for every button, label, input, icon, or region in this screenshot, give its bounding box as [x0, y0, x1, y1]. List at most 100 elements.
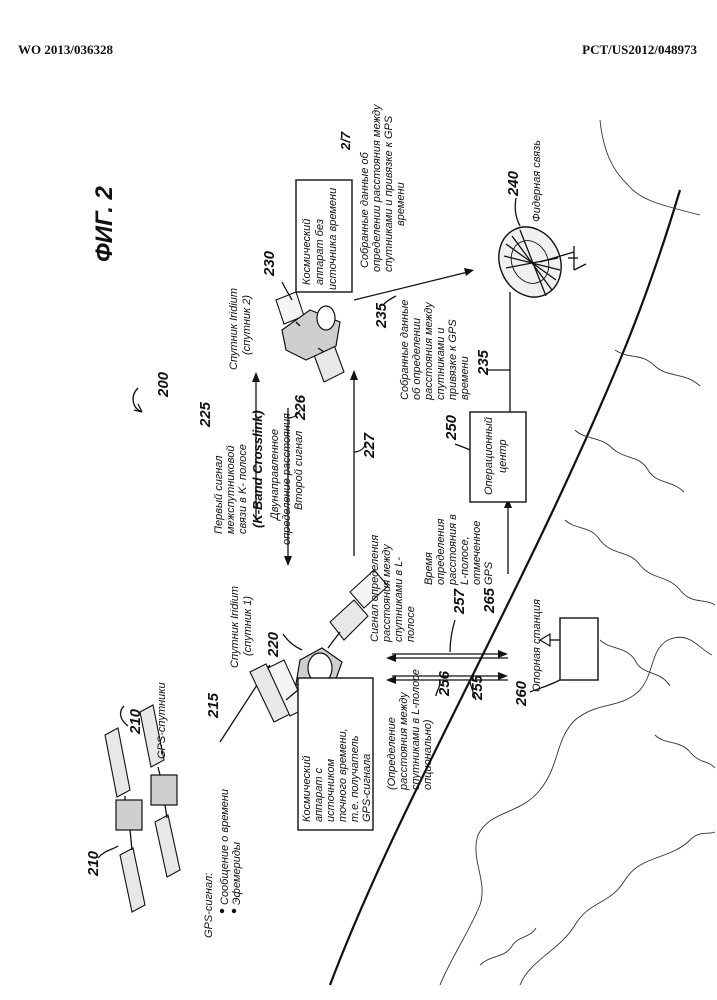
ref-235-upper: 235 — [373, 302, 390, 329]
satellite1-label-line2: (спутник 1) — [242, 596, 254, 656]
gps-ref-top: 210 — [127, 708, 144, 735]
satellite1-box-line2: аппарат с — [313, 767, 325, 822]
satellite2-box-line1: Космический — [301, 219, 313, 285]
collected-data-link: 235 235 — [353, 268, 511, 412]
crosslink-225: 225 — [197, 372, 260, 520]
collected-data-2-line1: Собранные данные об — [359, 151, 371, 268]
bullet-icon — [231, 908, 237, 914]
l-band-timing-text: Время определения расстояния в L-полосе,… — [423, 514, 495, 586]
l-band-timing-line4: L-полосе, — [459, 536, 471, 585]
l-band-timing-line6: GPS — [483, 561, 495, 585]
reference-station: Опорная станция — [531, 599, 599, 692]
collected-data-1-line5: привязке к GPS — [447, 319, 459, 400]
ops-center-line1: Операционный — [483, 417, 495, 495]
satellite1-box-line3: источником — [325, 759, 337, 822]
second-signal-label: Второй сигнал — [293, 431, 305, 510]
l-band-optional-line4: опционально) — [422, 719, 434, 790]
l-band-timing-line5: отмеченное — [471, 521, 483, 585]
l-band-optional-text: (Определение расстояния между спутниками… — [386, 669, 434, 791]
page-indicator: 2/7 — [338, 131, 353, 151]
crosslink-first-signal: Первый сигнал межспутниковой связи в K- … — [213, 444, 249, 534]
gps-signal-item-ephemeris: Эфемериды — [231, 842, 243, 905]
l-band-arrows — [386, 498, 512, 684]
collected-data-text-1: Собранные данные об определении расстоян… — [399, 300, 471, 401]
ref-240: 240 — [505, 170, 522, 197]
crosslink-227: 227 — [350, 370, 378, 556]
application-number: PCT/US2012/048973 — [582, 42, 697, 57]
ref-255: 255 — [469, 674, 486, 701]
ref-235-lower: 235 — [475, 349, 492, 376]
ref-227: 227 — [361, 432, 378, 459]
l-band-signal-text: Сигнал определения расстояния между спут… — [369, 535, 417, 643]
satellite2-box: Космический аппарат без источника времен… — [295, 179, 353, 293]
ref-256: 256 — [436, 670, 453, 697]
satellite2-label-line1: Спутник Iridium — [228, 288, 240, 370]
earth-horizon — [328, 119, 701, 986]
figure-title: ФИГ. 2 — [91, 185, 118, 262]
gps-signal-description: GPS-сигнал: Сообщение о времени Эфемерид… — [203, 789, 243, 938]
first-signal-line2: межспутниковой — [225, 445, 237, 534]
satellite2-label: Спутник Iridium (спутник 2) — [228, 288, 253, 370]
ops-center-line2: центр — [497, 439, 509, 473]
two-way-line1: Двунаправленное — [269, 429, 281, 522]
first-signal-line1: Первый сигнал — [213, 455, 225, 534]
satellite1-box-line5: т.е. получатель — [349, 735, 361, 822]
satellite1-label: Спутник Iridium (спутник 1) — [229, 586, 254, 668]
ref-265: 265 — [481, 587, 498, 614]
collected-data-2-line2: определении расстояния между — [371, 103, 383, 272]
gps-signal-item-time: Сообщение о времени — [219, 789, 231, 905]
bullet-icon — [219, 908, 225, 914]
satellite1-box: Космический аппарат с источником точного… — [297, 677, 374, 831]
l-band-signal-line2: расстояния между — [381, 543, 393, 643]
collected-data-text-2: Собранные данные об определении расстоян… — [359, 103, 407, 272]
ref-215: 215 — [205, 692, 222, 719]
l-band-optional-line2: расстояния между — [398, 691, 410, 791]
crosslink-226: 226 — [284, 394, 309, 566]
satellite2-label-line2: (спутник 2) — [241, 295, 253, 355]
satellite1-box-line4: точного времени, — [337, 728, 349, 822]
coastline-europe — [439, 349, 716, 986]
feeder-link-label: Фидерная связь — [531, 140, 543, 222]
l-band-optional-line3: спутниками в L-полосе — [410, 669, 422, 790]
gps-ref-bottom: 210 — [85, 850, 102, 877]
collected-data-2-line4: времени — [395, 182, 407, 226]
satellite2-box-line3: источника времени — [327, 188, 339, 290]
ref-250: 250 — [443, 414, 460, 441]
first-signal-line3: связи в K- полосе — [237, 444, 249, 534]
collected-data-1-line3: расстояния между — [423, 301, 435, 401]
two-way-line2: определение расстояния — [281, 413, 293, 545]
satellite2-box-line2: аппарат без — [314, 219, 326, 285]
l-band-timing-line1: Время — [423, 552, 435, 585]
two-way-ranging: Двунаправленное определение расстояния — [269, 413, 293, 545]
ref-257: 257 — [451, 588, 468, 615]
operations-center: Операционный центр — [469, 411, 527, 503]
reference-station-label: Опорная станция — [531, 599, 543, 692]
l-band-signal-line4: полосе — [405, 606, 417, 642]
gps-satellite-1 — [104, 727, 146, 913]
ref-220: 220 — [265, 631, 282, 658]
collected-data-1-line4: спутниками и — [435, 327, 447, 400]
satellite1-box-line1: Космический — [301, 756, 313, 822]
gps-signal-label: GPS-сигнал: — [203, 873, 215, 938]
ref-230: 230 — [261, 250, 278, 277]
gps-satellites-label: GPS-спутники — [156, 682, 168, 759]
l-band-signal-line1: Сигнал определения — [369, 535, 381, 642]
k-band-crosslink: (K-Band Crosslink) — [250, 410, 265, 528]
publication-number: WO 2013/036328 — [18, 42, 113, 57]
l-band-signal-line3: спутниками в L- — [393, 557, 405, 642]
l-band-timing-line2: определения — [435, 518, 447, 585]
collected-data-2-line3: спутниками и привязке к GPS — [383, 115, 395, 272]
satellite1-label-line1: Спутник Iridium — [229, 586, 241, 668]
satellite-dish-icon — [498, 226, 587, 298]
l-band-timing-line3: расстояния в — [447, 514, 459, 586]
iridium-satellite-2 — [275, 291, 345, 383]
ref-200-group: 200 — [132, 371, 172, 413]
collected-data-1-line1: Собранные данные — [399, 300, 411, 400]
collected-data-1-line6: времени — [459, 356, 471, 400]
satellite1-box-line6: GPS-сигнала — [361, 754, 373, 822]
ref-225: 225 — [197, 401, 214, 428]
collected-data-1-line2: об определении — [411, 318, 423, 400]
ref-260: 260 — [513, 680, 530, 707]
gps-satellite-2 — [139, 704, 181, 878]
